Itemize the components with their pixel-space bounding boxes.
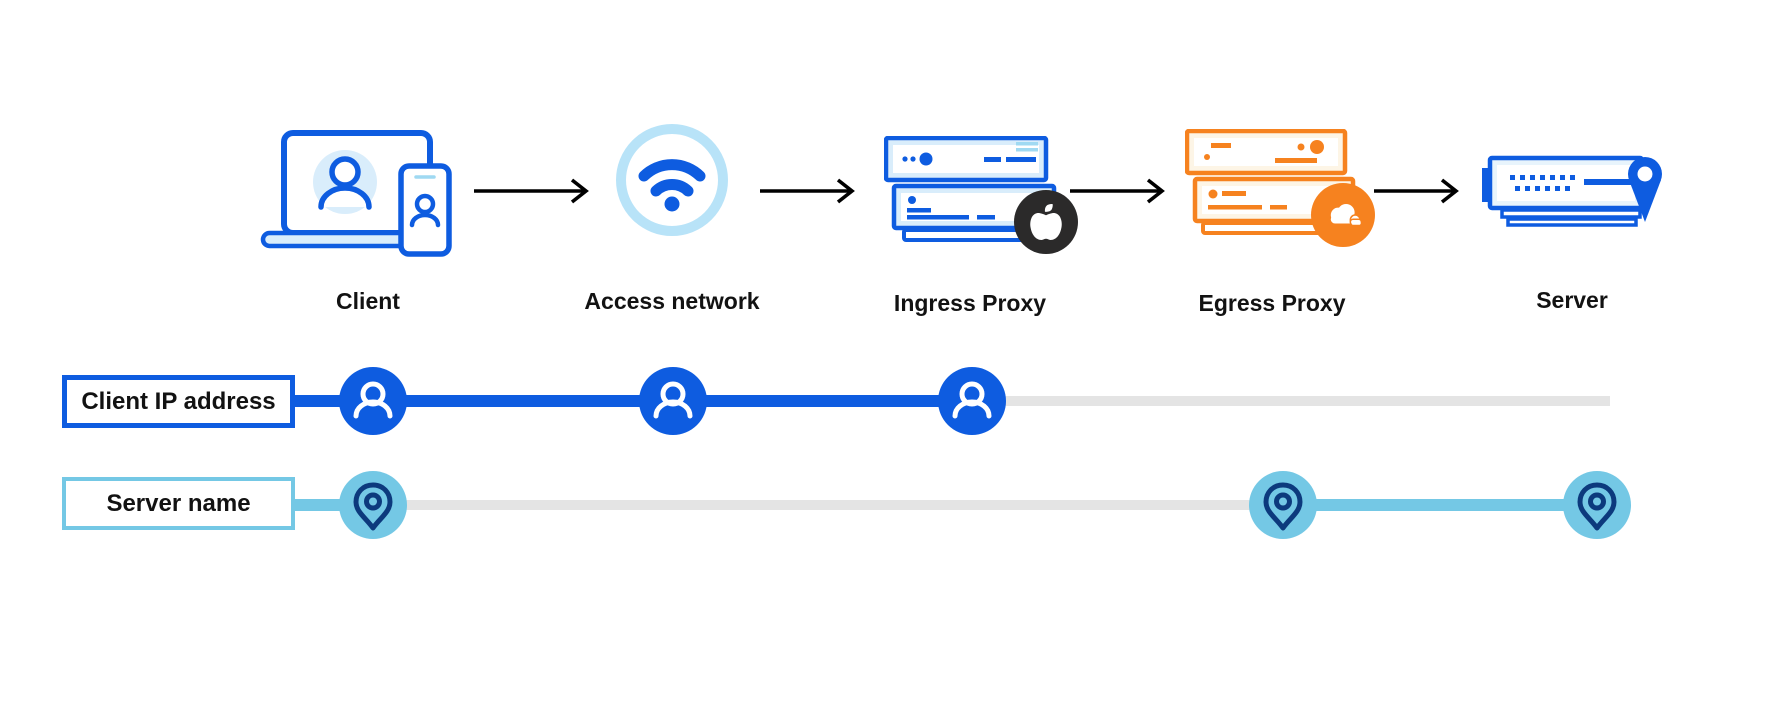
location-pin-icon [339,471,407,539]
person-icon [938,367,1006,435]
server-location-pin-icon [1482,155,1662,227]
location-pin-icon [1563,471,1631,539]
server-name-hidden-segment [373,500,1283,510]
flow-node-label-ingress-proxy: Ingress Proxy [893,290,1047,316]
location-pin-icon [1628,157,1662,222]
cloudflare-logo-icon [1311,183,1375,247]
right-arrow-icon [1070,178,1165,204]
apple-logo-icon [1014,190,1078,254]
laptop-phone-user-icon [260,130,452,257]
client-ip-address-label-box: Client IP address [62,375,295,428]
flow-node-label-egress-proxy: Egress Proxy [1198,290,1346,316]
person-icon [339,367,407,435]
right-arrow-icon [474,178,589,204]
location-pin-icon [1249,471,1317,539]
client-ip-address-label: Client IP address [81,387,276,415]
server-name-visible-segment [1283,499,1597,511]
right-arrow-icon [1374,178,1459,204]
right-arrow-icon [760,178,855,204]
client-ip-hidden-segment [972,396,1610,406]
flow-node-label-client: Client [336,288,400,314]
wifi-icon [616,124,728,236]
server-name-label: Server name [106,489,251,517]
server-name-label-box: Server name [62,477,295,530]
person-icon [639,367,707,435]
flow-node-label-server: Server [1536,287,1608,313]
flow-node-label-access-network: Access network [584,288,760,314]
